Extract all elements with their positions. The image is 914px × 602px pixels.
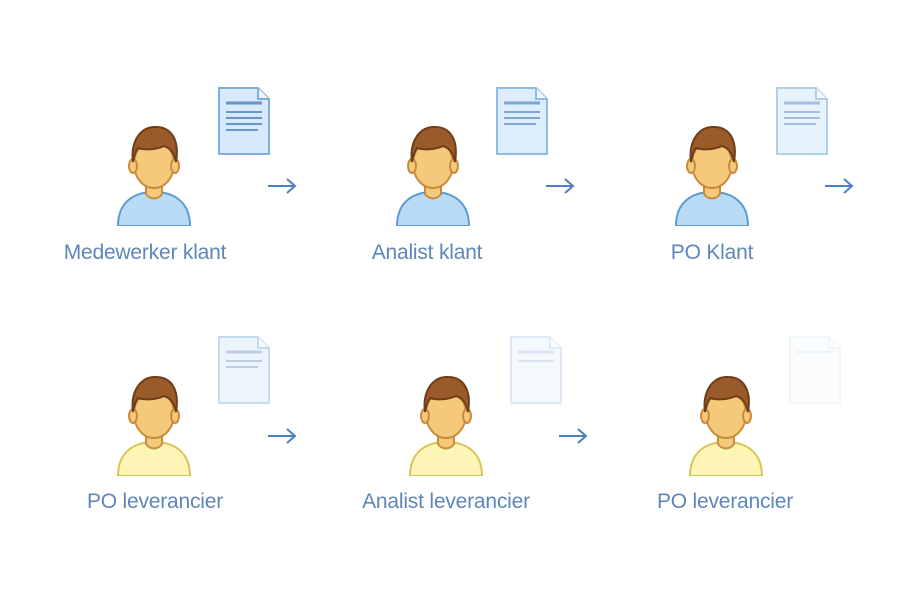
arrow-right-icon (266, 176, 298, 196)
document-icon (496, 87, 548, 155)
document-icon (510, 336, 562, 404)
role-label: PO leverancier (656, 490, 794, 513)
role-label: Analist klant (371, 241, 483, 264)
role-label: Medewerker klant (63, 241, 227, 264)
arrow-right-icon (823, 176, 855, 196)
arrow-right-icon (544, 176, 576, 196)
document-icon (776, 87, 828, 155)
role-label: Analist leverancier (362, 490, 530, 513)
person-icon (391, 122, 475, 226)
role-label: PO Klant (670, 241, 754, 264)
arrow-right-icon (266, 426, 298, 446)
person-icon (404, 372, 488, 476)
document-icon (218, 336, 270, 404)
arrow-right-icon (557, 426, 589, 446)
person-icon (112, 372, 196, 476)
role-label: PO leverancier (86, 490, 224, 513)
document-icon (789, 336, 841, 404)
person-icon (112, 122, 196, 226)
document-icon (218, 87, 270, 155)
person-icon (670, 122, 754, 226)
person-icon (684, 372, 768, 476)
